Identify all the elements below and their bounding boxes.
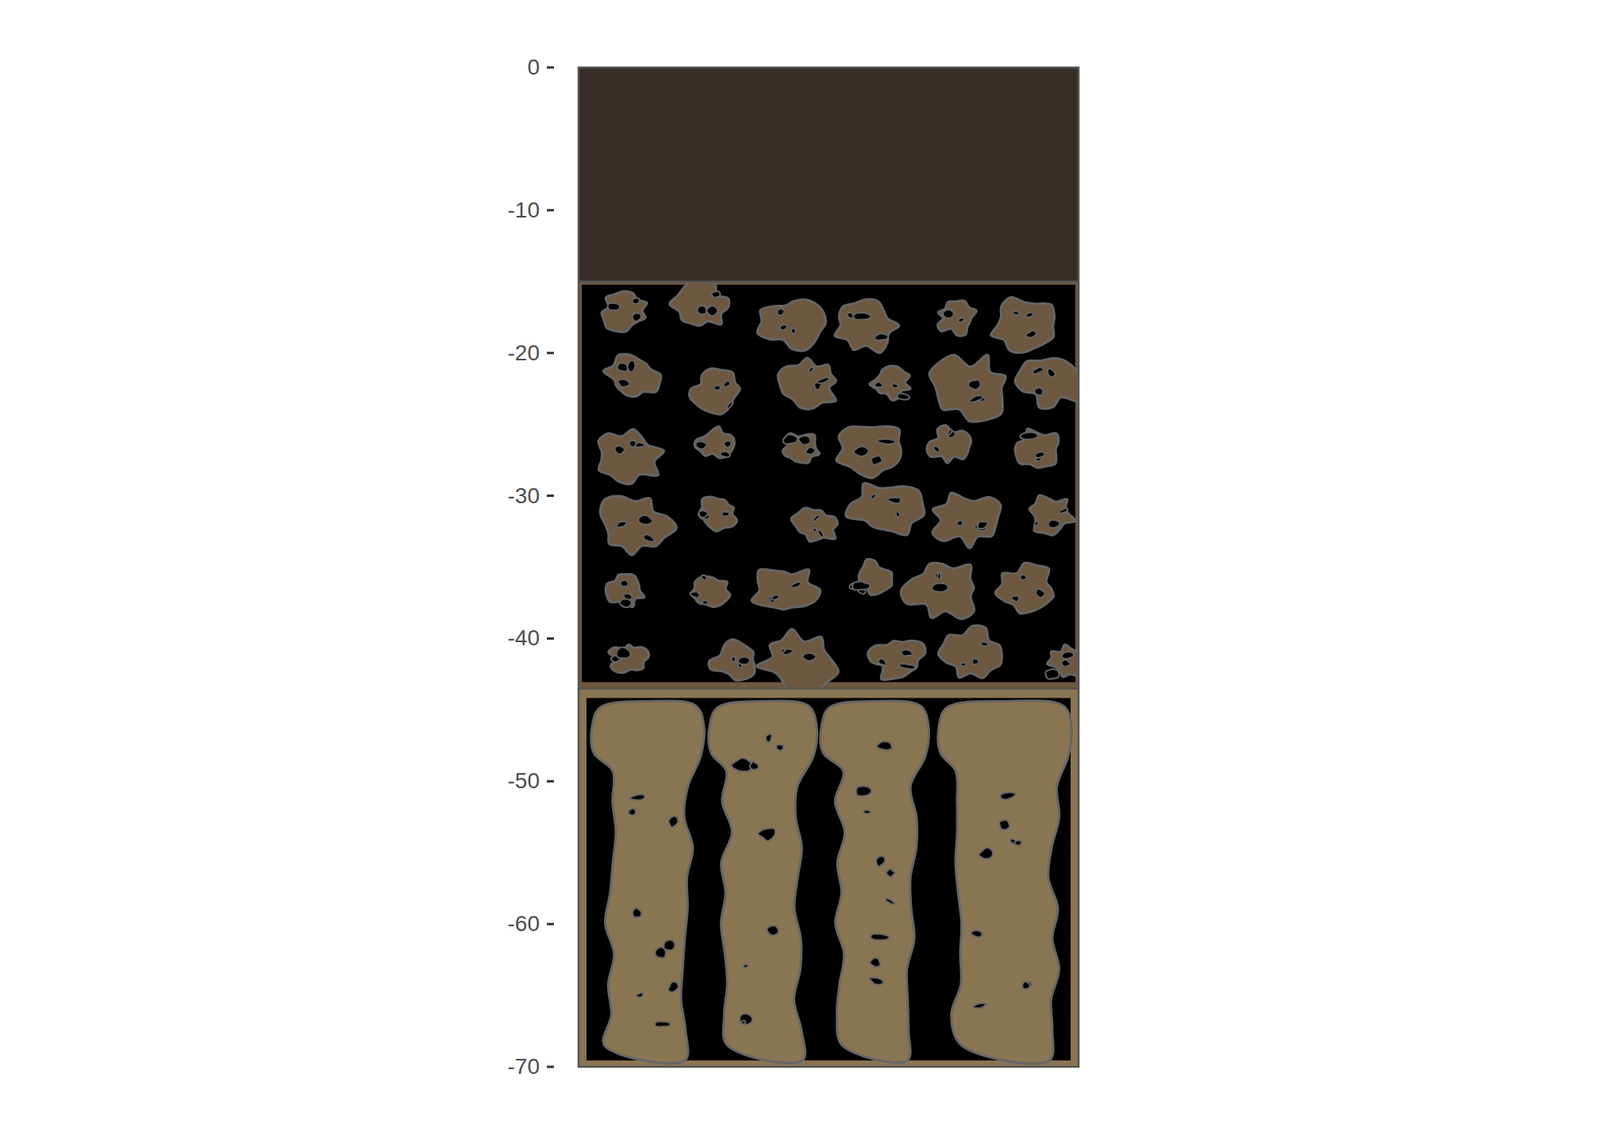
depth-label: -50 [507, 769, 540, 793]
axis-tick [546, 637, 554, 640]
axis-tick [546, 780, 554, 783]
depth-label: -10 [507, 199, 540, 222]
axis-tick [546, 66, 554, 70]
axis-tick [546, 923, 554, 926]
axis-tick [546, 494, 554, 497]
depth-label: -60 [507, 912, 540, 935]
axis-tick [546, 351, 554, 354]
depth-label: 0 [526, 56, 540, 79]
axis-tick [546, 1065, 554, 1069]
columnar-horizon [578, 688, 1079, 1067]
axis-tick [546, 208, 554, 212]
depth-label: -70 [507, 1055, 540, 1078]
depth-label: -20 [507, 342, 540, 365]
profile-frame [578, 67, 1079, 1067]
surface-horizon [578, 67, 1079, 282]
horizon-boundary [578, 687, 1079, 690]
depth-label: -30 [507, 484, 540, 508]
depth-label: -40 [507, 626, 540, 650]
horizon-boundary [578, 280, 1079, 284]
granular-horizon [578, 281, 1079, 689]
